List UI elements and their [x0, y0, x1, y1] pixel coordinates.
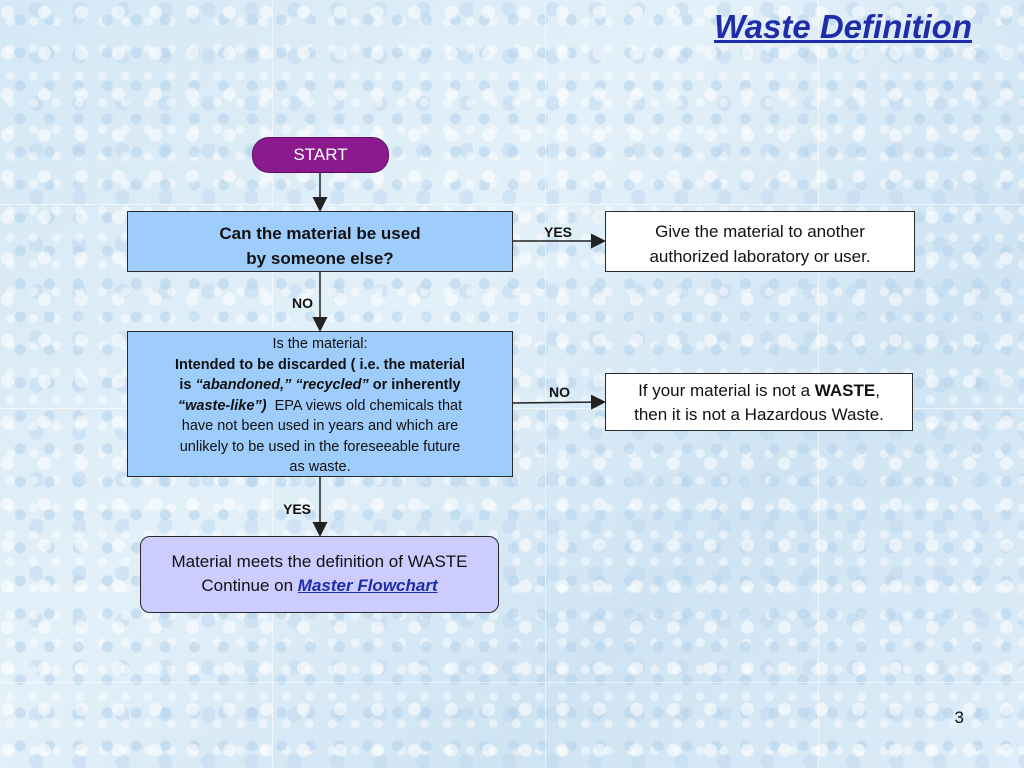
meets-waste-definition-box: Material meets the definition of WASTE C…	[140, 536, 499, 613]
question2-bold1: Intended to be discarded ( i.e. the mate…	[174, 356, 466, 373]
question2-text1: EPA views old chemicals that	[266, 397, 463, 414]
question2-bold2a: is	[179, 377, 196, 393]
background-tile-line	[0, 204, 1024, 205]
question2-bold2b: or inherently	[368, 377, 461, 393]
question2-italic1: “abandoned,” “recycled”	[195, 377, 369, 393]
give-line1: Give the material to another	[655, 222, 865, 241]
question2-intro: Is the material:	[272, 336, 368, 352]
question-box-discarded: Is the material: Intended to be discarde…	[127, 331, 513, 477]
question1-line1: Can the material be used	[219, 224, 421, 243]
give-material-box: Give the material to another authorized …	[605, 211, 915, 272]
start-terminal: START	[252, 137, 389, 173]
question2-text3: unlikely to be used in the foreseeable f…	[179, 438, 461, 455]
background-tile-line	[0, 682, 1024, 683]
page-number: 3	[954, 708, 964, 727]
no-label-reuse: NO	[292, 295, 313, 311]
meets-line1: Material meets the definition of WASTE	[171, 552, 468, 571]
slide-title: Waste Definition	[714, 8, 972, 45]
question2-text2: have not been used in years and which ar…	[181, 418, 459, 434]
question2-text4: as waste.	[289, 459, 351, 475]
yes-label-discarded: YES	[283, 501, 312, 517]
background-tile-line	[545, 0, 546, 768]
not-waste-line2: then it is not a Hazardous Waste.	[634, 405, 884, 424]
yes-label-reuse: YES	[544, 224, 573, 240]
question1-line2: by someone else?	[246, 249, 394, 268]
meets-line2-pre: Continue on	[201, 576, 298, 595]
no-label-discarded: NO	[549, 384, 570, 400]
not-waste-bold: WASTE	[814, 381, 876, 400]
arrow-q2-no	[512, 394, 606, 410]
give-line2: authorized laboratory or user.	[649, 247, 871, 266]
not-waste-post: ,	[875, 381, 880, 400]
not-waste-box: If your material is not a WASTE, then it…	[605, 373, 913, 431]
master-flowchart-link[interactable]: Master Flowchart	[297, 576, 438, 595]
not-waste-pre: If your material is not a	[638, 381, 815, 400]
question-box-reuse: Can the material be used by someone else…	[127, 211, 513, 272]
question2-italic2: “waste-like”)	[177, 397, 267, 414]
